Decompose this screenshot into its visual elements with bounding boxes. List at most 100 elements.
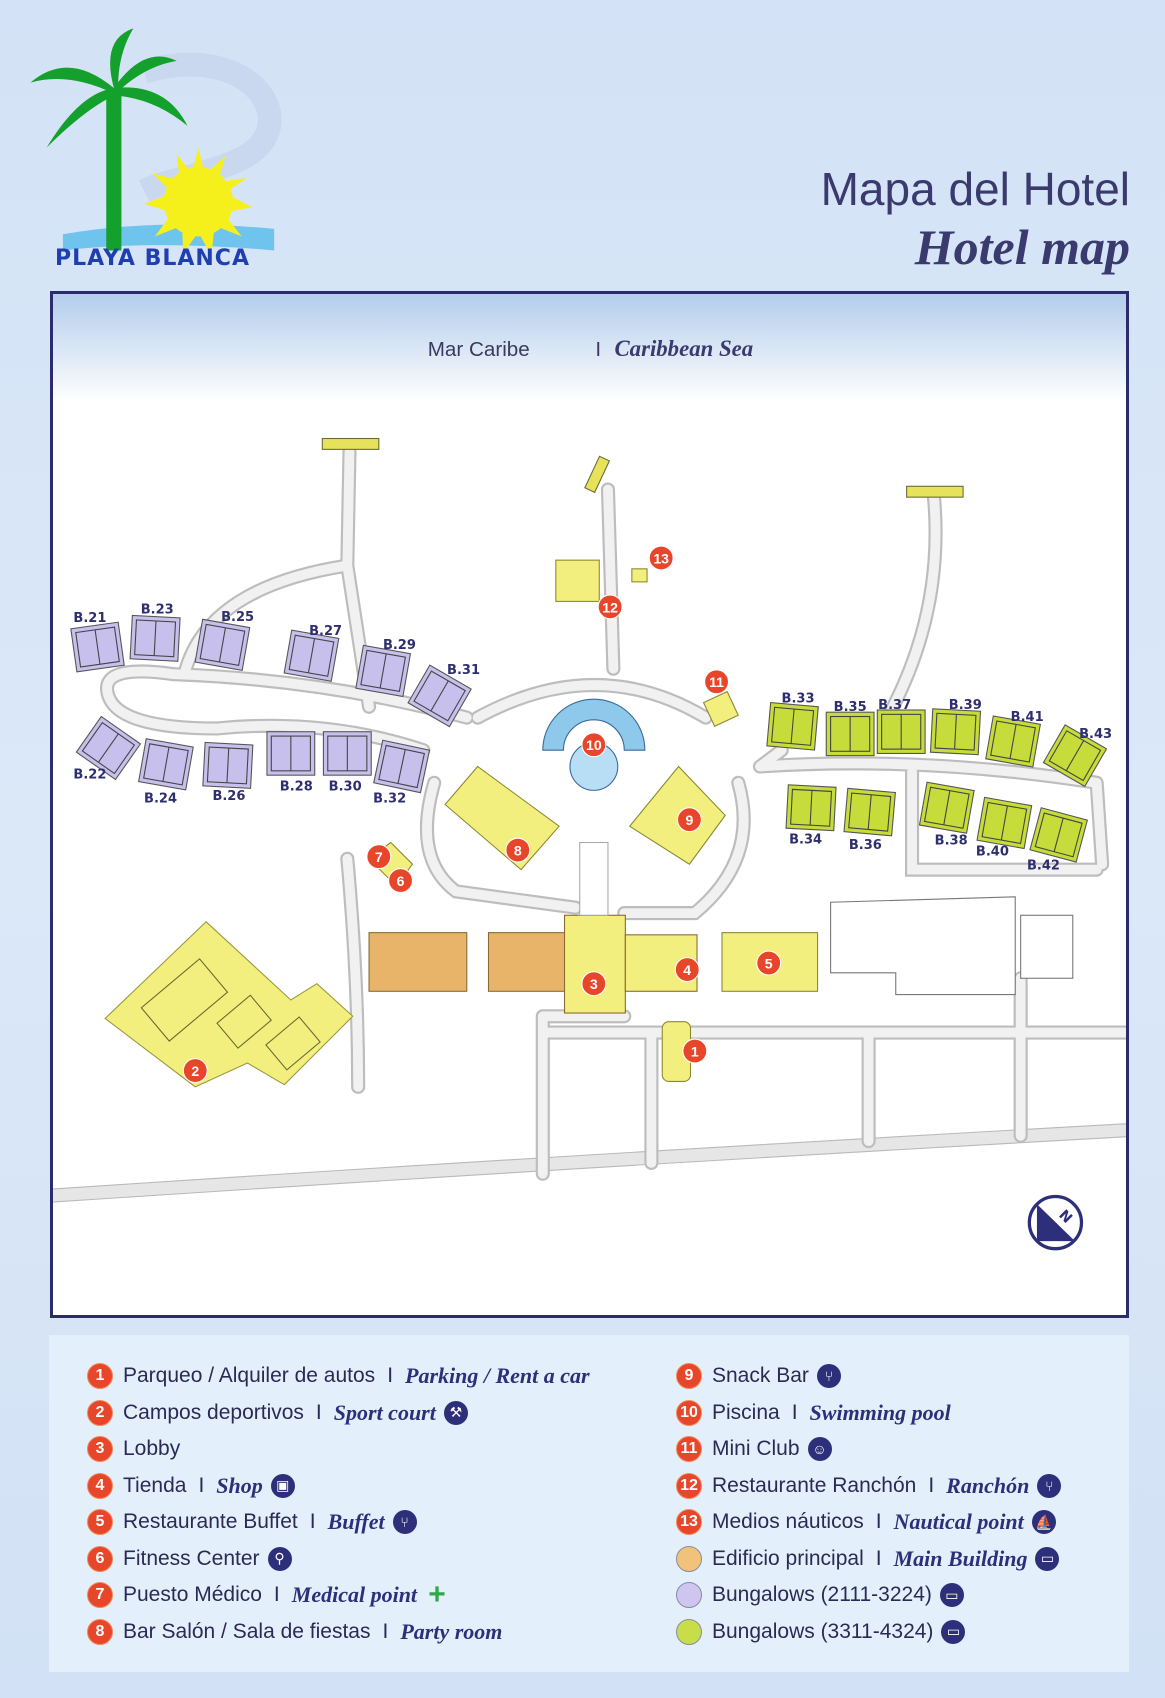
legend-label-es: Parqueo / Alquiler de autos	[123, 1364, 376, 1387]
legend-number: 12	[676, 1472, 702, 1499]
bungalow[interactable]	[407, 664, 472, 728]
bungalow[interactable]	[785, 784, 837, 832]
bungalow-label: B.26	[212, 789, 245, 804]
bungalow[interactable]	[876, 709, 926, 754]
bungalow[interactable]	[985, 715, 1041, 768]
marker-5[interactable]: 5	[756, 950, 782, 976]
marker-4[interactable]: 4	[674, 957, 700, 983]
marker-7[interactable]: 7	[366, 844, 392, 870]
bungalow-label: B.34	[789, 833, 822, 848]
hotel-map[interactable]: Mar Caribe I Caribbean Sea	[50, 291, 1129, 1318]
bungalow[interactable]	[373, 739, 431, 794]
bungalow[interactable]	[929, 708, 982, 756]
legend-label-es: Edificio principal	[712, 1546, 864, 1570]
logo-text: PLAYA BLANCA	[55, 246, 250, 271]
legend-item: 7 Puesto Médico I Medical point +	[87, 1578, 449, 1611]
bed-icon: ▭	[1035, 1546, 1060, 1571]
legend-number: 7	[87, 1582, 113, 1608]
marker-11[interactable]: 11	[704, 669, 730, 695]
marker-number: 8	[514, 843, 522, 859]
marker-number: 7	[375, 849, 383, 865]
bungalow[interactable]	[70, 621, 125, 673]
bungalow-label: B.31	[447, 663, 480, 678]
bungalow[interactable]	[266, 731, 316, 776]
legend-swatch	[676, 1582, 702, 1608]
bungalow[interactable]	[194, 618, 251, 672]
pool-area	[542, 698, 646, 791]
bungalow[interactable]	[1029, 807, 1089, 863]
page-subtitle: Hotel map	[914, 219, 1130, 275]
bungalow[interactable]	[918, 781, 975, 834]
bungalow-label: B.22	[73, 767, 106, 782]
annex-building	[1020, 914, 1074, 979]
bungalow-label: B.42	[1027, 859, 1060, 874]
bungalow[interactable]	[129, 614, 181, 662]
sea-label-en: Caribbean Sea	[614, 336, 753, 361]
legend-label-en: Sport court	[333, 1399, 436, 1425]
legend-label-es: Snack Bar	[712, 1364, 809, 1387]
bed-icon: ▭	[939, 1583, 964, 1607]
legend-label-es: Restaurante Ranchón	[712, 1473, 917, 1497]
marker-number: 12	[602, 599, 618, 615]
marker-2[interactable]: 2	[182, 1058, 208, 1084]
sea-label-es: Mar Caribe	[428, 338, 530, 361]
legend-swatch	[676, 1545, 702, 1572]
bungalow[interactable]	[843, 787, 896, 837]
bungalow[interactable]	[322, 731, 372, 776]
nautical-hut	[631, 568, 648, 583]
mini-club-building	[702, 690, 739, 727]
legend-separator: I	[875, 1546, 882, 1570]
sea-separator: I	[595, 338, 601, 361]
smiley-icon: ☺	[807, 1437, 832, 1461]
bungalow[interactable]	[976, 796, 1033, 850]
legend-number: 4	[87, 1472, 113, 1499]
marker-number: 2	[191, 1063, 199, 1079]
cutlery-icon: ⑂	[1037, 1473, 1062, 1498]
bungalow[interactable]	[766, 701, 819, 751]
legend-label-en: Medical point	[291, 1582, 418, 1607]
marker-12[interactable]: 12	[597, 594, 623, 620]
map-canvas: Mar Caribe I Caribbean Sea	[53, 294, 1126, 1251]
marker-6[interactable]: 6	[388, 868, 414, 894]
marker-number: 11	[709, 674, 724, 690]
marker-10[interactable]: 10	[581, 732, 607, 758]
bungalow[interactable]	[75, 715, 142, 781]
marker-number: 1	[691, 1043, 699, 1059]
bungalow-label: B.43	[1079, 727, 1112, 742]
marker-number: 3	[590, 976, 598, 992]
legend-separator: I	[875, 1510, 882, 1533]
bungalow[interactable]	[355, 644, 412, 698]
legend-label-es: Puesto Médico	[123, 1583, 262, 1606]
bungalow[interactable]	[825, 711, 875, 757]
marker-8[interactable]: 8	[505, 837, 531, 863]
marker-3[interactable]: 3	[581, 971, 607, 997]
legend-label-es: Tienda	[123, 1473, 187, 1497]
sailboat-icon: ⛵	[1031, 1510, 1056, 1534]
service-building	[830, 896, 1016, 996]
legend-label-es: Fitness Center	[123, 1546, 260, 1570]
bungalow[interactable]	[1042, 724, 1108, 788]
legend-label-es: Restaurante Buffet	[123, 1510, 298, 1533]
legend-separator: I	[273, 1583, 280, 1606]
bungalow[interactable]	[202, 741, 254, 789]
marker-number: 6	[397, 873, 405, 889]
marker-13[interactable]: 13	[648, 545, 674, 571]
legend-label-es: Medios náuticos	[712, 1510, 864, 1533]
bungalow[interactable]	[138, 738, 194, 791]
page-title: Mapa del Hotel	[820, 163, 1130, 215]
bungalow-label: B.36	[849, 838, 882, 853]
medical-cross-icon: +	[428, 1578, 446, 1611]
marker-9[interactable]: 9	[676, 807, 702, 833]
legend-separator: I	[928, 1473, 935, 1497]
marker-1[interactable]: 1	[682, 1038, 708, 1064]
bungalow[interactable]	[283, 629, 340, 682]
legend-separator: I	[309, 1510, 316, 1533]
legend-number: 11	[676, 1436, 702, 1462]
